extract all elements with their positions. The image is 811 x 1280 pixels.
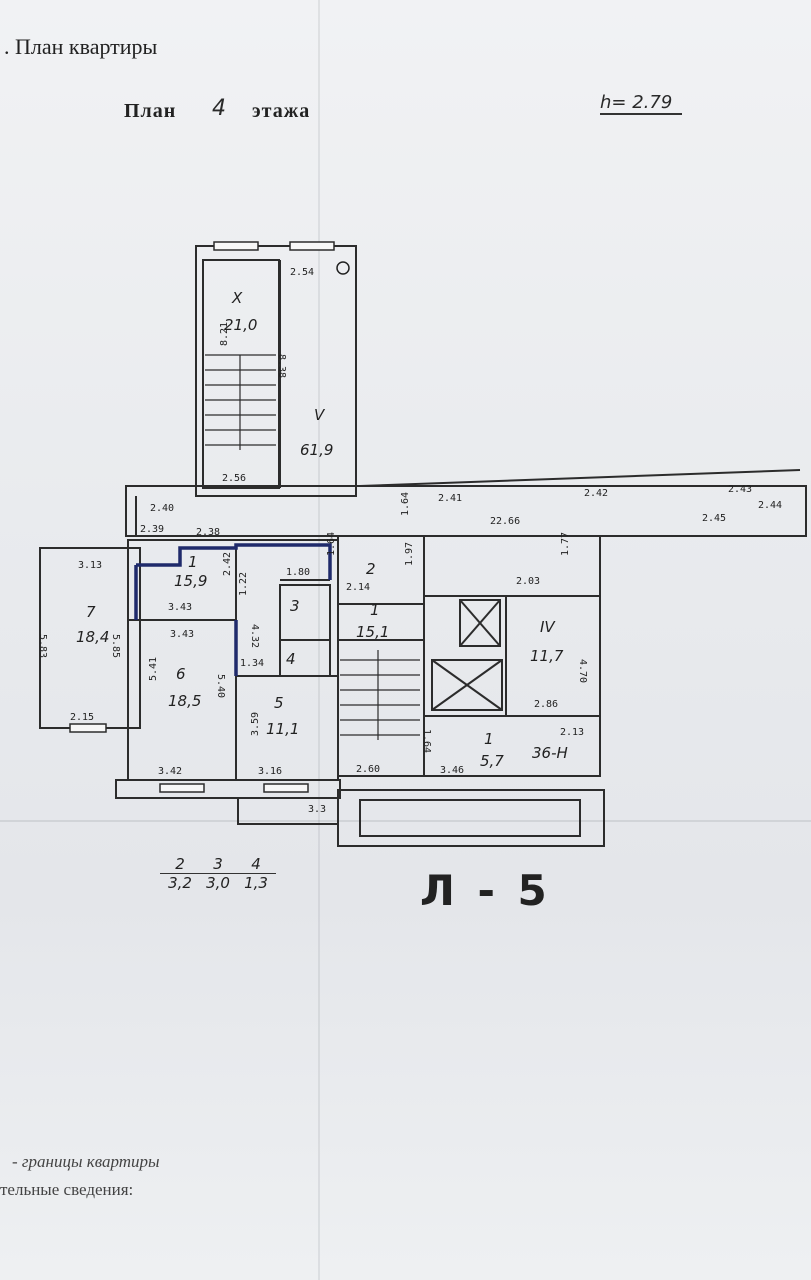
room-number: 1 [370, 601, 380, 619]
dimension-label: 2.45 [702, 513, 726, 524]
dimension-label: 1.64 [421, 729, 432, 753]
floor-word: этажа [252, 100, 311, 122]
dimension-label: 8.38 [276, 354, 287, 378]
dimension-label: 3.42 [158, 766, 182, 777]
summary-column: 2 3,2 [160, 855, 200, 892]
dimension-label: 1.97 [404, 542, 415, 566]
stamp-mark: Л - 5 [420, 866, 551, 915]
floor-plan: X 21,0 V 61,9 1 15,9 7 18,4 6 18,5 5 11,… [37, 241, 807, 847]
dimension-label: 2.03 [516, 576, 540, 587]
dimension-label: 3.43 [170, 629, 194, 640]
dimension-label: 5.83 [37, 634, 48, 658]
dimension-label: 3.59 [250, 712, 261, 736]
room-number: 5 [274, 694, 284, 712]
room-number: 1 [188, 553, 198, 571]
dimension-label: 2.13 [560, 727, 584, 738]
dimension-label: 3.16 [258, 766, 282, 777]
dimension-label: 2.54 [290, 267, 314, 278]
room-area: 11,7 [530, 647, 564, 665]
dimension-label: 5.40 [215, 674, 226, 698]
dimension-label: 5.41 [148, 657, 159, 681]
dimension-label: 2.56 [222, 473, 246, 484]
floor-number: 4 [212, 96, 226, 121]
dimension-label: 8.21 [219, 322, 230, 346]
summary-top: 4 [236, 855, 276, 874]
dimension-label: 3.43 [168, 602, 192, 613]
section-title: . План квартиры [4, 34, 158, 59]
room-area: 18,5 [168, 692, 201, 710]
dimension-label: 2.42 [222, 552, 233, 576]
room-number: 3 [290, 597, 300, 615]
room-number: V [314, 406, 326, 424]
summary-top: 2 [160, 855, 200, 874]
dimension-label: 2.41 [438, 493, 462, 504]
summary-bottom: 1,3 [244, 874, 268, 892]
dimension-label: 2.40 [150, 503, 174, 514]
plan-label: План [124, 100, 177, 122]
summary-top: 3 [198, 855, 238, 874]
room-area: 15,9 [174, 572, 207, 590]
dimension-label: 2.38 [196, 527, 220, 538]
apartment-boundary [134, 543, 332, 676]
summary-bottom: 3,2 [168, 874, 192, 892]
corridor-wall [125, 485, 807, 537]
dimension-label: 5.85 [110, 634, 121, 658]
dimension-label: 1.80 [286, 567, 310, 578]
room-number: 1 [484, 730, 494, 748]
room-area: 15,1 [356, 623, 389, 641]
dimension-label: 2.43 [728, 484, 752, 495]
dimension-label: 2.44 [758, 500, 782, 511]
room-number: 6 [176, 665, 186, 683]
room-number: X [231, 289, 243, 307]
dimension-label: 1.34 [240, 658, 264, 669]
room-area: 5,7 [480, 752, 504, 770]
summary-column: 4 1,3 [236, 855, 276, 892]
room-area: 11,1 [266, 720, 299, 738]
dimension-label: 1.64 [326, 532, 337, 556]
notes-text: тельные сведения: [0, 1180, 134, 1199]
ceiling-height: h= 2.79 [600, 92, 683, 115]
dimension-label: 3.13 [78, 560, 102, 571]
room-number: IV [540, 618, 556, 636]
dimension-label: 2.15 [70, 712, 94, 723]
room-number: 4 [286, 650, 296, 668]
dimension-label: 4.32 [249, 624, 260, 648]
legend-text: - границы квартиры [12, 1152, 160, 1171]
dimension-label: 22.66 [490, 516, 520, 527]
summary-bottom: 3,0 [206, 874, 230, 892]
room-area: 18,4 [76, 628, 109, 646]
dimension-label: 1.64 [400, 492, 411, 516]
dimension-label: 3.3 [308, 804, 326, 815]
dimension-label: 1.22 [238, 572, 249, 596]
summary-column: 3 3,0 [198, 855, 238, 892]
dimension-label: 2.86 [534, 699, 558, 710]
dimension-label: 4.70 [577, 659, 588, 683]
room-area: 21,0 [224, 316, 257, 334]
room-area: 36-Н [532, 744, 568, 762]
dimension-label: 3.46 [440, 765, 464, 776]
room-number: 2 [366, 560, 376, 578]
paper-fold-line [0, 820, 811, 822]
dimension-label: 1.77 [560, 532, 571, 556]
room-number: 7 [86, 603, 96, 621]
dimension-label: 2.42 [584, 488, 608, 499]
room-area: 61,9 [300, 441, 333, 459]
dimension-label: 2.14 [346, 582, 370, 593]
dimension-label: 2.60 [356, 764, 380, 775]
dimension-label: 2.39 [140, 524, 164, 535]
